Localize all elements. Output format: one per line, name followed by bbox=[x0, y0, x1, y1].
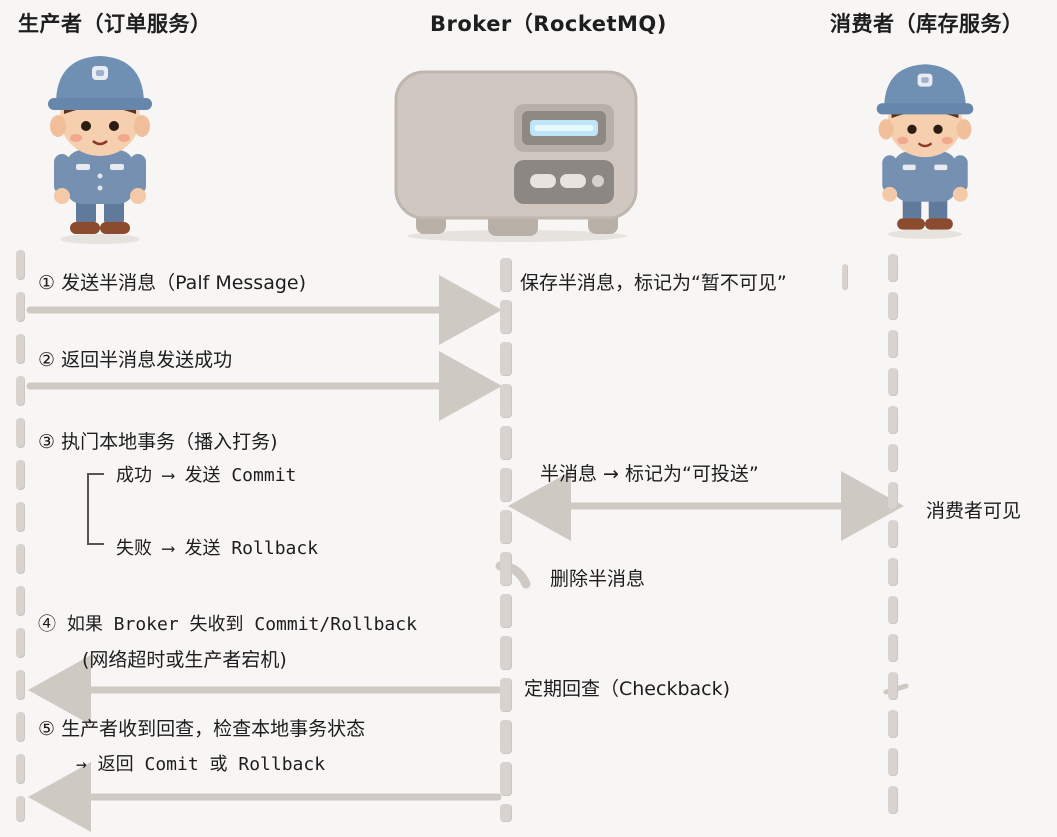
broker-lifeline-segment bbox=[500, 384, 512, 418]
producer-lifeline-segment bbox=[16, 544, 25, 574]
consumer-lifeline-segment bbox=[888, 672, 898, 700]
step3-failure: 失败 ⟶ 发送 Rollback bbox=[116, 538, 319, 559]
broker-lifeline-segment bbox=[500, 342, 512, 376]
step4-broker-note: 定期回查（Checkback) bbox=[524, 678, 731, 700]
consumer-lifeline-segment bbox=[888, 748, 898, 776]
consumer-lifeline-segment bbox=[888, 406, 898, 434]
step4-sublabel: (网络超时或生产者宕机) bbox=[82, 649, 287, 671]
step5-sublabel: → 返回 Comit 或 Rollback bbox=[76, 754, 326, 775]
broker-lifeline-segment bbox=[500, 720, 512, 754]
consumer-title: 消费者（库存服务） bbox=[830, 12, 1024, 36]
note-end-mark bbox=[842, 264, 848, 290]
broker-lifeline-segment bbox=[500, 762, 512, 796]
producer-lifeline-segment bbox=[16, 334, 25, 364]
step3-consumer-note: 消费者可见 bbox=[926, 500, 1022, 522]
consumer-lifeline-segment bbox=[888, 330, 898, 358]
step5-label: ⑤ 生产者收到回查，检查本地事务状态 bbox=[38, 718, 366, 740]
consumer-lifeline-segment bbox=[888, 558, 898, 586]
broker-lifeline-segment bbox=[500, 468, 512, 502]
consumer-lifeline-segment bbox=[888, 634, 898, 662]
consumer-lifeline-segment bbox=[888, 596, 898, 624]
producer-lifeline-segment bbox=[16, 292, 25, 322]
producer-lifeline-segment bbox=[16, 670, 25, 700]
step3-label: ③ 执门本地事务（播入打务) bbox=[38, 431, 278, 453]
producer-worker-icon bbox=[48, 56, 152, 244]
broker-server-icon bbox=[394, 70, 638, 242]
broker-lifeline-segment bbox=[500, 552, 512, 586]
step4-label: ④ 如果 Broker 失收到 Commit/Rollback bbox=[38, 614, 417, 635]
consumer-lifeline-segment bbox=[888, 710, 898, 738]
consumer-lifeline-segment bbox=[888, 520, 898, 548]
producer-lifeline-segment bbox=[16, 586, 25, 616]
broker-lifeline-segment bbox=[500, 678, 512, 712]
producer-lifeline-segment bbox=[16, 250, 25, 280]
producer-lifeline-segment bbox=[16, 712, 25, 742]
branch-bracket bbox=[87, 473, 104, 545]
step1-broker-note: 保存半消息，标记为“暂不可见” bbox=[520, 272, 787, 294]
broker-lifeline-segment bbox=[500, 594, 512, 628]
consumer-lifeline-segment bbox=[888, 444, 898, 472]
broker-lifeline-segment bbox=[500, 300, 512, 334]
step3-broker-commit-note: 半消息 → 标记为“可投送” bbox=[540, 463, 759, 485]
step2-label: ② 返回半消息发送成功 bbox=[38, 349, 233, 371]
step3-broker-rollback-note: 删除半消息 bbox=[550, 568, 646, 590]
broker-lifeline-segment bbox=[500, 426, 512, 460]
producer-lifeline-segment bbox=[16, 628, 25, 658]
broker-lifeline-segment bbox=[500, 804, 512, 822]
producer-lifeline-segment bbox=[16, 796, 25, 822]
consumer-lifeline-segment bbox=[888, 482, 898, 510]
producer-lifeline-segment bbox=[16, 502, 25, 532]
producer-lifeline-segment bbox=[16, 418, 25, 448]
producer-title: 生产者（订单服务） bbox=[18, 12, 212, 36]
step1-label: ① 发送半消息（Palf Message) bbox=[38, 272, 307, 294]
consumer-lifeline-segment bbox=[888, 254, 898, 282]
producer-lifeline-segment bbox=[16, 460, 25, 490]
consumer-lifeline-segment bbox=[888, 292, 898, 320]
broker-lifeline-segment bbox=[500, 258, 512, 292]
broker-lifeline-segment bbox=[500, 636, 512, 670]
producer-lifeline-segment bbox=[16, 376, 25, 406]
broker-title: Broker（RocketMQ) bbox=[430, 12, 667, 36]
broker-lifeline-segment bbox=[500, 510, 512, 544]
consumer-lifeline-segment bbox=[888, 786, 898, 814]
consumer-worker-icon bbox=[876, 64, 974, 239]
consumer-lifeline-segment bbox=[888, 368, 898, 396]
producer-lifeline-segment bbox=[16, 754, 25, 784]
step3-success: 成功 ⟶ 发送 Commit bbox=[116, 465, 297, 486]
